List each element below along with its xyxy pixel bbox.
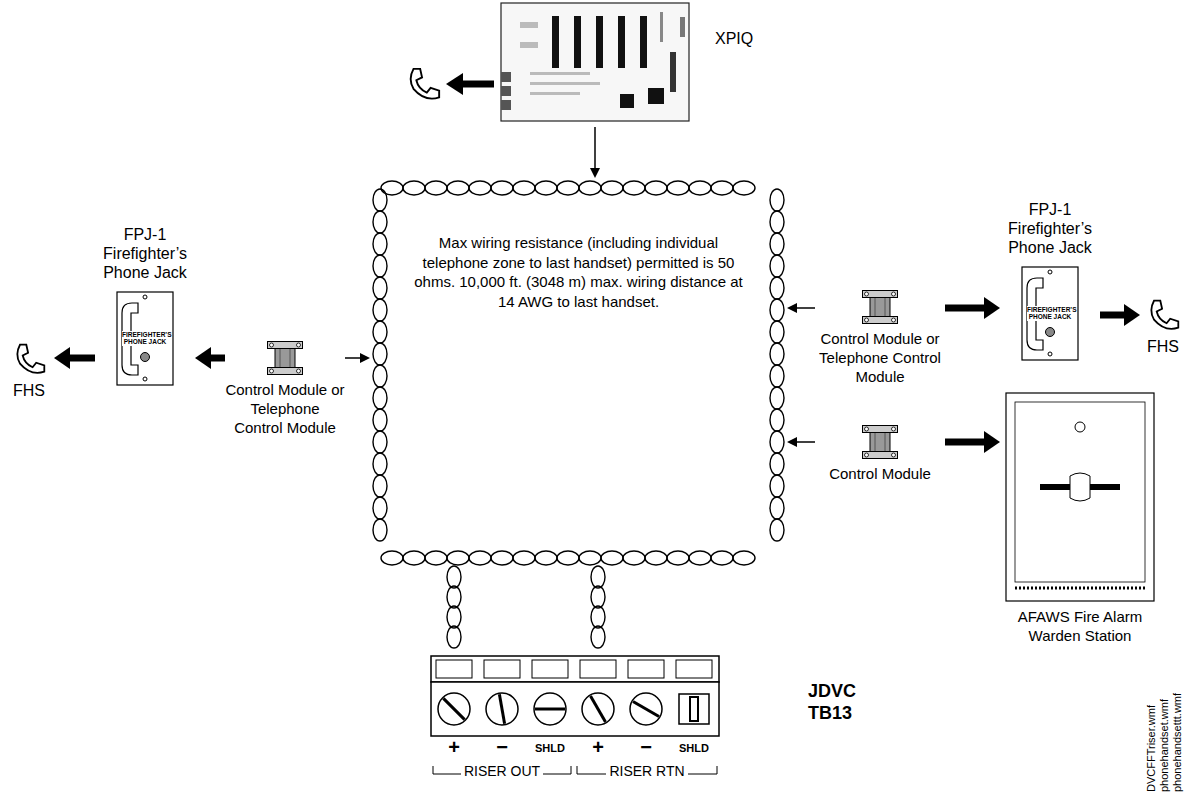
twisted-wire [447, 606, 461, 628]
phone-jack: FPJ-1 Firefighter’s Phone JackFIREFIGHTE… [95, 225, 195, 386]
connector-line [1100, 312, 1125, 319]
arrowhead [54, 347, 70, 369]
twisted-wire [447, 586, 461, 608]
file-name: phonehandset.wmf [1159, 699, 1170, 792]
arrow-connector [54, 347, 95, 369]
arrowhead [360, 353, 370, 363]
arrow-connector [590, 127, 600, 178]
arrow-connector [787, 437, 815, 447]
handset: FHS [1140, 296, 1186, 366]
shape [815, 425, 945, 461]
shape [225, 341, 345, 377]
station-label: AFAWS Fire Alarm Warden Station [1000, 608, 1160, 646]
module-label: Control Module [815, 465, 945, 484]
connector-line [69, 355, 95, 362]
riser-loop: Max wiring resistance (including individ… [370, 178, 787, 568]
connector-line [945, 439, 985, 446]
pin-name: SHLD [679, 743, 709, 754]
plate-text: FIREFIGHTER’S PHONE JACK [1027, 306, 1073, 321]
connector-line [796, 441, 815, 443]
connector-line [796, 307, 815, 309]
arrowhead [787, 437, 797, 447]
shape [1140, 296, 1186, 336]
jack-plate: FIREFIGHTER’S PHONE JACK [116, 291, 174, 386]
panel-label: XPIQ [715, 30, 770, 48]
arrow-connector [945, 431, 1000, 453]
twisted-wire [591, 606, 605, 628]
handset-icon [411, 69, 440, 99]
shape [1005, 392, 1155, 602]
arrow-connector [195, 347, 225, 369]
terminal-group: RISER OUT [461, 764, 543, 778]
arrow [462, 81, 494, 88]
device-label: FPJ-1 Firefighter’s Phone Jack [1000, 200, 1100, 258]
handset: FHS [4, 340, 54, 410]
twisted-wire [591, 566, 605, 588]
arrowhead [984, 431, 1000, 453]
block-label: JDVC TB13 [808, 681, 878, 724]
device-label: FPJ-1 Firefighter’s Phone Jack [95, 225, 195, 283]
shape [4, 340, 54, 380]
control-module: Control Module [815, 425, 945, 484]
plate-text: FIREFIGHTER’S PHONE JACK [122, 331, 168, 346]
connector-line [945, 305, 985, 312]
connector-line [210, 355, 225, 362]
pin-name: − [496, 737, 508, 757]
connector-line [345, 357, 361, 359]
arrowhead [446, 73, 463, 95]
phone-jack: FPJ-1 Firefighter’s Phone JackFIREFIGHTE… [1000, 200, 1100, 361]
module-label: Control Module or Telephone Control Modu… [815, 330, 945, 386]
module-label: Control Module or Telephone Control Modu… [225, 381, 345, 437]
shape [500, 2, 690, 122]
arrow-connector [345, 353, 370, 363]
arrowhead [195, 347, 211, 369]
pin-name: − [640, 737, 652, 757]
panel-board: XPIQ [500, 2, 770, 127]
terminal-group: RISER RTN [606, 764, 687, 778]
handset-label: FHS [1140, 338, 1186, 356]
twisted-wire [447, 626, 461, 648]
pin-name: SHLD [535, 743, 565, 754]
terminal-block: JDVC TB13 [430, 655, 900, 737]
twisted-wire [591, 626, 605, 648]
handset-label: FHS [4, 382, 54, 400]
twisted-wire [591, 586, 605, 608]
arrowhead [787, 303, 797, 313]
control-module: Control Module or Telephone Control Modu… [225, 341, 345, 437]
pin-name: + [592, 737, 604, 757]
file-name: phonehandsettt.wmf [1172, 693, 1183, 792]
shape [430, 655, 720, 737]
arrow-connector [1100, 304, 1140, 326]
arrow-connector [945, 297, 1000, 319]
wiring-note: Max wiring resistance (including individ… [412, 233, 745, 311]
arrowhead [1124, 304, 1140, 326]
shape [815, 290, 945, 326]
arrow-connector [787, 303, 815, 313]
pin-name: + [448, 737, 460, 757]
twisted-wire [447, 566, 461, 588]
file-name: DVCFFTriser.wmf [1146, 705, 1157, 792]
arrowhead [590, 168, 600, 178]
control-module: Control Module or Telephone Control Modu… [815, 290, 945, 386]
connector-line [594, 127, 596, 169]
warden-station: AFAWS Fire Alarm Warden Station [1000, 392, 1160, 654]
jack-plate: FIREFIGHTER’S PHONE JACK [1021, 266, 1079, 361]
arrowhead [984, 297, 1000, 319]
twisted-pair [447, 566, 605, 648]
